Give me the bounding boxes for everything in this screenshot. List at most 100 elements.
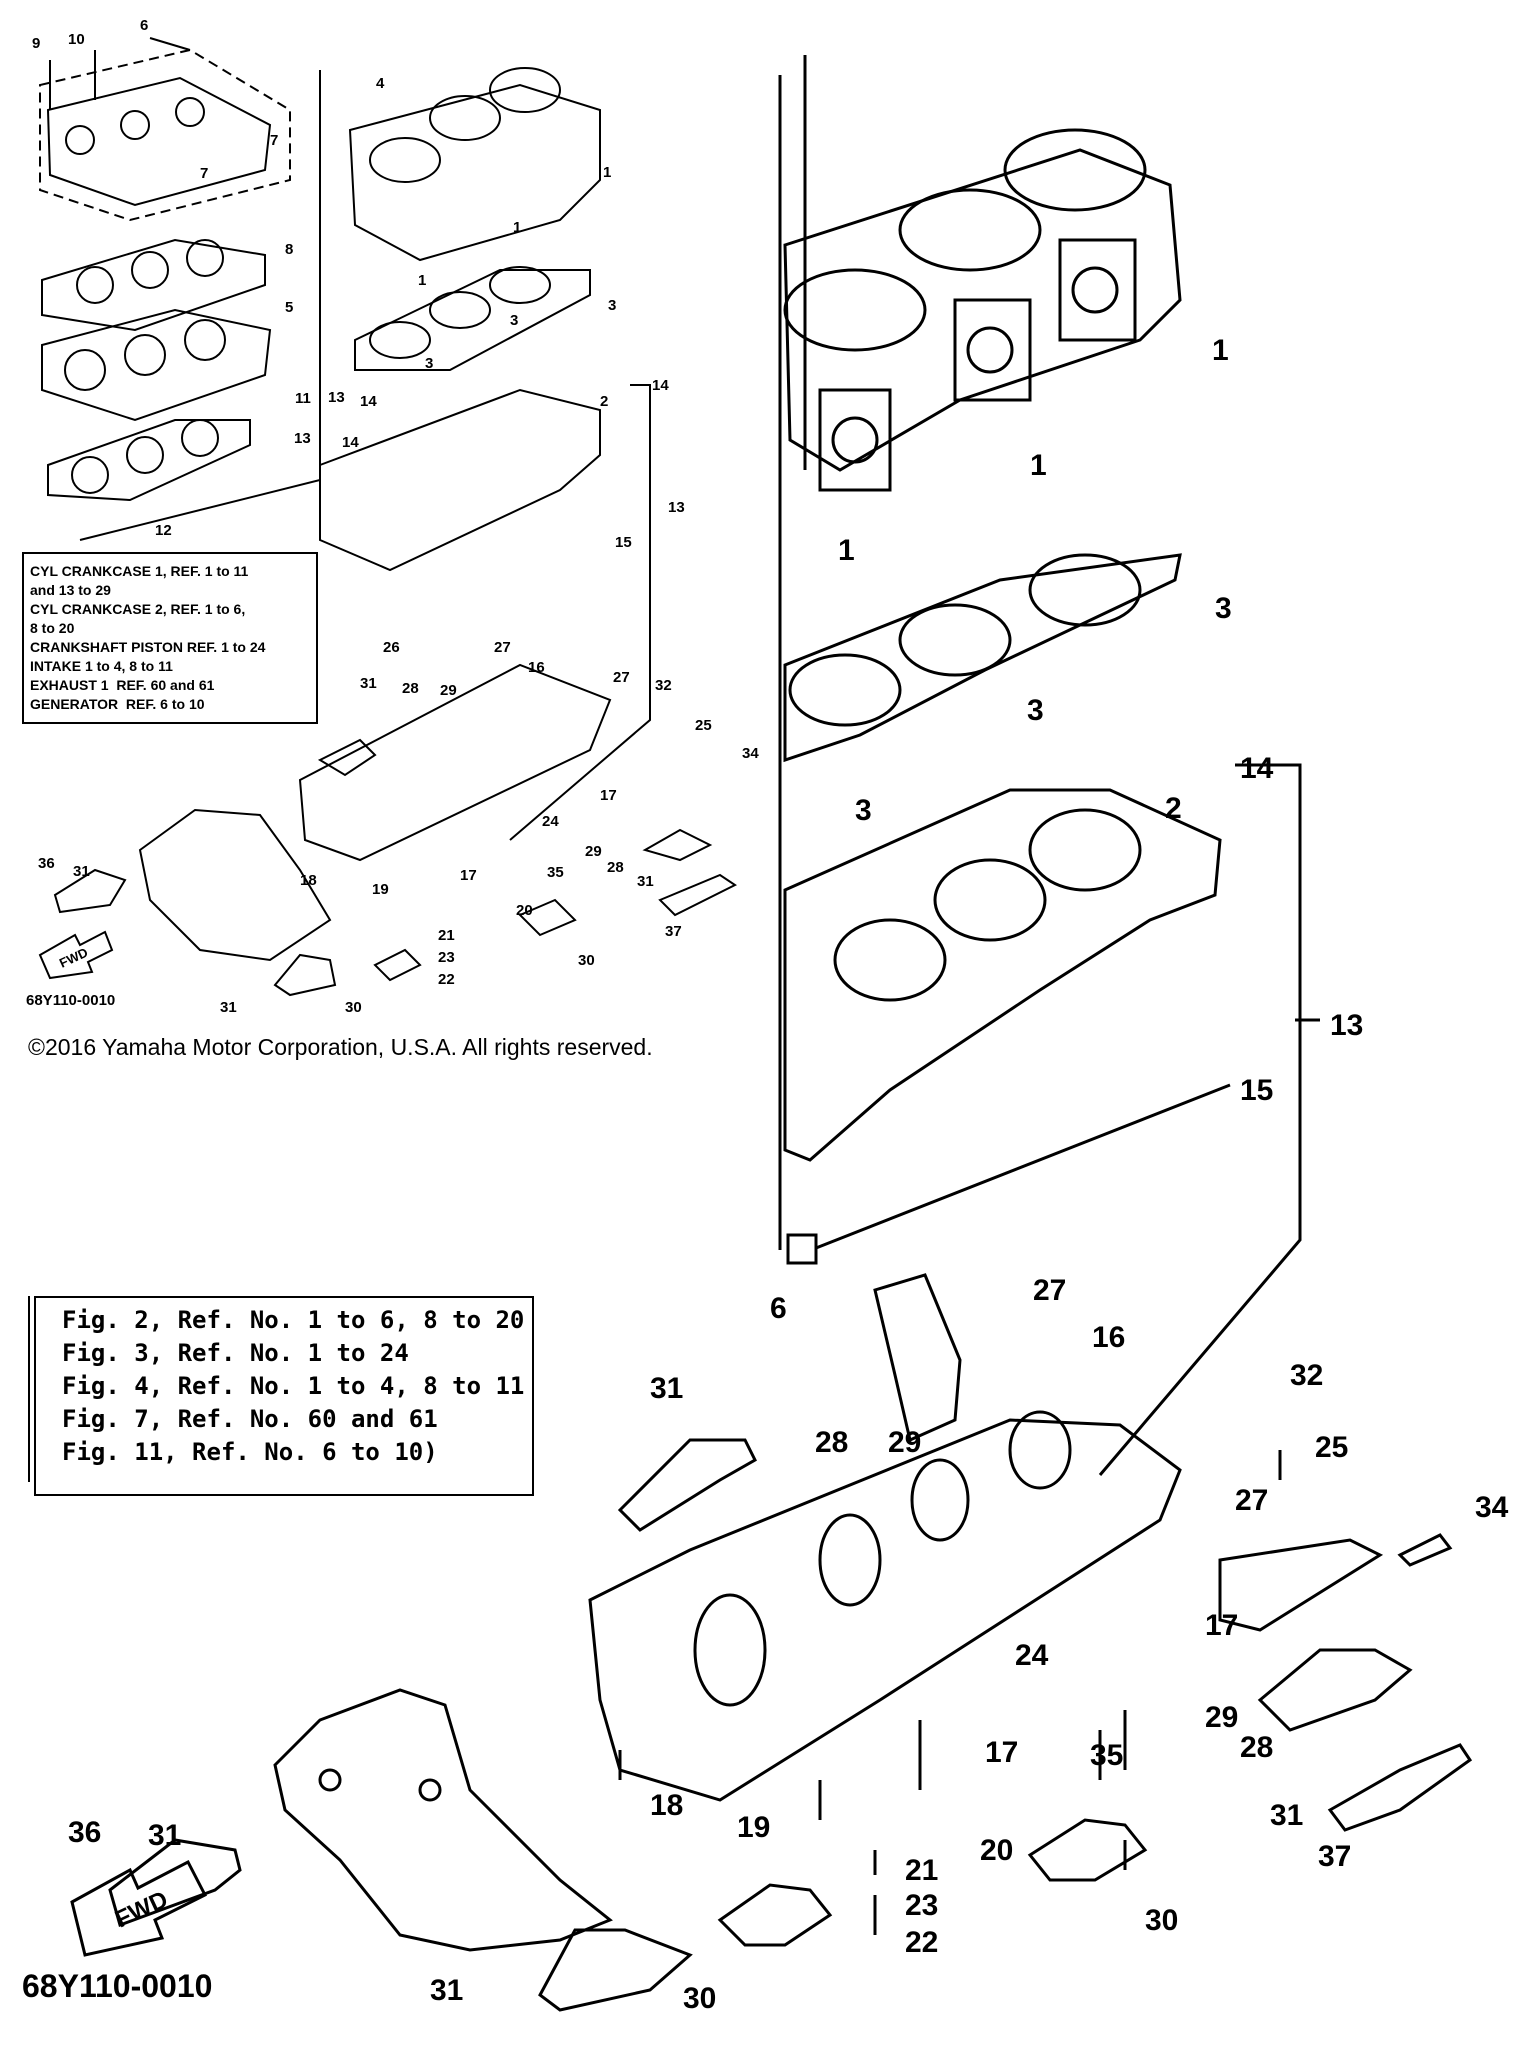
generator-cover-small-shape <box>138 808 332 962</box>
callout-label: 25 <box>1315 1431 1348 1464</box>
callout-label: 6 <box>140 17 148 34</box>
callout-label: 15 <box>1240 1074 1273 1107</box>
fwd-label-small: FWD <box>57 945 90 971</box>
copyright-notice: ©2016 Yamaha Motor Corporation, U.S.A. A… <box>28 1034 653 1060</box>
head-gasket-8-shape <box>41 238 266 332</box>
cylinder-head-cover-shape <box>46 76 272 207</box>
ref-line: CYL CRANKCASE 1, REF. 1 to 11 <box>30 563 249 579</box>
callout-label: 31 <box>220 999 237 1016</box>
callout-label: 24 <box>1015 1639 1049 1672</box>
callout-label: 36 <box>68 1816 101 1849</box>
cylinder-gaskets-small-shape <box>354 269 591 371</box>
callout-label: 14 <box>342 434 359 451</box>
figure-reference-box: Fig. 2, Ref. No. 1 to 6, 8 to 20 Fig. 3,… <box>28 1296 534 1496</box>
callout-label: 29 <box>440 682 457 699</box>
mount-plate-37 <box>1327 1743 1473 1832</box>
callout-label: 17 <box>1205 1609 1238 1642</box>
cylinder-head-5-shape <box>41 308 272 422</box>
callout-label: 3 <box>608 297 616 314</box>
callout-label: 31 <box>650 1372 683 1405</box>
callout-label: 15 <box>615 534 632 551</box>
callout-label: 20 <box>980 1834 1013 1867</box>
fig-line: Fig. 2, Ref. No. 1 to 6, 8 to 20 <box>62 1306 525 1334</box>
callout-label: 19 <box>737 1811 770 1844</box>
callout-label: 10 <box>68 31 85 48</box>
callout-label: 3 <box>510 312 518 329</box>
callout-label: 7 <box>270 132 278 149</box>
callout-label: 27 <box>613 669 630 686</box>
callout-label: 31 <box>637 873 654 890</box>
callout-label: 34 <box>1475 1491 1509 1524</box>
upper-crankcase-large-shape <box>783 788 1222 1162</box>
callout-label: 20 <box>516 902 533 919</box>
engine-mount-31-left <box>108 1838 242 1927</box>
callout-label: 3 <box>1027 694 1044 727</box>
engine-mount-31-bottom <box>538 1928 693 2012</box>
head-assembly-dashed-box <box>39 48 291 222</box>
callout-label: 21 <box>438 927 455 944</box>
engine-mount-bracket-26-shape <box>873 1273 962 1443</box>
callout-label: 14 <box>652 377 669 394</box>
callout-label: 13 <box>1330 1009 1363 1042</box>
ref-line: INTAKE 1 to 4, 8 to 11 <box>30 658 173 674</box>
callout-label: 27 <box>1033 1274 1066 1307</box>
callout-label: 18 <box>650 1789 683 1822</box>
lower-crankcase-small-shape <box>298 663 612 862</box>
callout-label: 1 <box>838 534 855 567</box>
callout-label: 28 <box>815 1426 848 1459</box>
callout-label: 25 <box>695 717 712 734</box>
engine-mount-31-right <box>1257 1648 1413 1732</box>
callout-label: 12 <box>155 522 172 539</box>
fwd-arrow-large-shape <box>70 1859 208 1957</box>
callout-label: 2 <box>600 393 608 410</box>
callout-label: 30 <box>345 999 362 1016</box>
callout-label: 29 <box>888 1426 921 1459</box>
ref-line: EXHAUST 1 REF. 60 and 61 <box>30 677 215 693</box>
callout-label: 24 <box>542 813 559 830</box>
callout-label: 26 <box>383 639 400 656</box>
generator-cover-large-shape <box>273 1688 613 1952</box>
diagram-code-large: 68Y110-0010 <box>22 1968 213 2004</box>
callout-label: 30 <box>683 1982 716 2015</box>
callout-label: 1 <box>513 219 521 236</box>
callout-label: 29 <box>1205 1701 1238 1734</box>
cylinder-block-large-shape <box>783 148 1182 472</box>
mount-plate-30-b <box>717 1883 833 1947</box>
mount-plate-30-a <box>1027 1818 1148 1882</box>
callout-label: 3 <box>1215 592 1232 625</box>
callout-label: 1 <box>1030 449 1047 482</box>
callout-label: 31 <box>73 863 90 880</box>
callout-label: 31 <box>1270 1799 1303 1832</box>
callout-label: 17 <box>600 787 617 804</box>
callout-label: 8 <box>285 241 293 258</box>
callout-label: 32 <box>655 677 672 694</box>
callout-label: 11 <box>295 390 311 407</box>
ref-line: and 13 to 29 <box>30 582 111 598</box>
engine-mount-31-top <box>617 1438 757 1532</box>
reference-note-box: CYL CRANKCASE 1, REF. 1 to 11 and 13 to … <box>22 552 318 724</box>
callout-label: 13 <box>328 389 345 406</box>
callout-label: 29 <box>585 843 602 860</box>
upper-crankcase-small-shape <box>319 388 601 572</box>
callout-label: 18 <box>300 872 317 889</box>
callout-label: 13 <box>668 499 685 516</box>
fig-line: Fig. 4, Ref. No. 1 to 4, 8 to 11 <box>62 1372 525 1400</box>
callout-label: 37 <box>1318 1840 1351 1873</box>
callout-label: 32 <box>1290 1359 1323 1392</box>
callout-label: 27 <box>1235 1484 1268 1517</box>
callout-label: 27 <box>494 639 511 656</box>
callout-label: 5 <box>285 299 293 316</box>
callout-label: 16 <box>528 659 545 676</box>
callout-label: 35 <box>1090 1739 1123 1772</box>
ref-line: CRANKSHAFT PISTON REF. 1 to 24 <box>30 639 266 655</box>
callout-label: 23 <box>905 1889 938 1922</box>
rear-mount-bracket-25-shape <box>1218 1538 1384 1632</box>
callout-label: 1 <box>1212 334 1229 367</box>
diagram-code-small: 68Y110-0010 <box>26 992 116 1009</box>
callout-label: 2 <box>1165 792 1182 825</box>
callout-label: 31 <box>148 1819 181 1852</box>
callout-label: 4 <box>376 75 385 92</box>
callout-label: 14 <box>360 393 377 410</box>
